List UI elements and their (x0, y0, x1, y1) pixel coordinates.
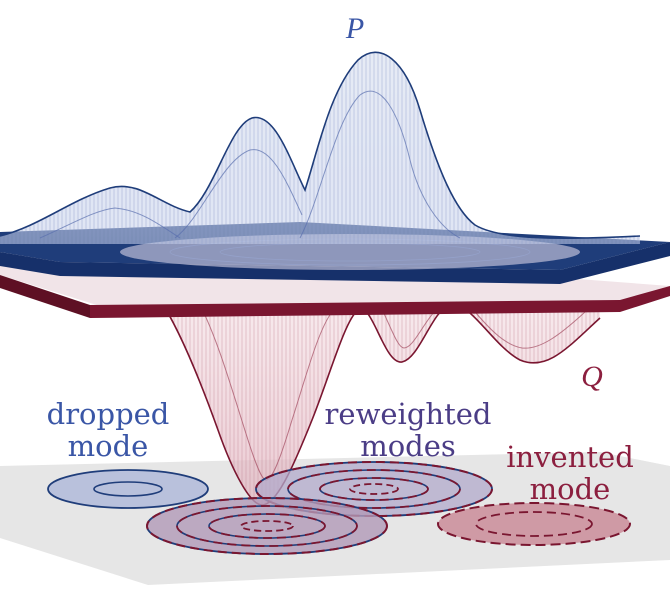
p-distribution-surface (0, 51, 641, 244)
p-label: P (345, 12, 364, 45)
invented-mode-label-line1: invented (506, 440, 634, 474)
dropped-mode-label-line2: mode (68, 429, 149, 463)
invented-mode-contour (437, 502, 631, 546)
dropped-mode-label-line1: dropped (47, 397, 170, 431)
reweighted-modes-label-line2: modes (360, 429, 456, 463)
dropped-mode-contour (47, 469, 209, 509)
reweighted-modes-contour (146, 461, 493, 555)
invented-mode-label-line2: mode (530, 472, 611, 506)
q-label: Q (581, 360, 603, 393)
reweighted-modes-label-line1: reweighted (325, 397, 492, 431)
